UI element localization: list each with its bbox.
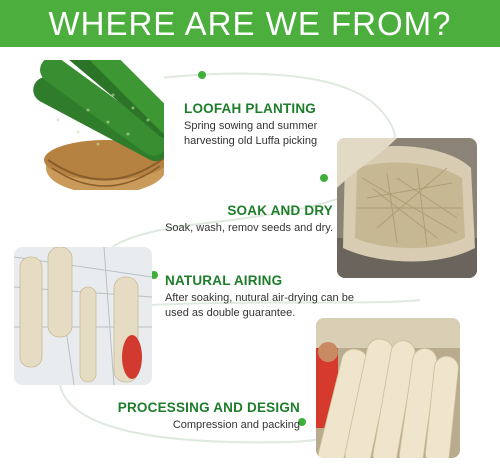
dried-loofah-fiber-photo (337, 138, 477, 278)
step-heading: PROCESSING AND DESIGN (117, 400, 300, 415)
step-description-line: Compression and packing (172, 419, 300, 431)
timeline-dot (320, 174, 328, 182)
step-description-line: Spring sowing and summer (184, 120, 318, 132)
step-description: After soaking, nutural air-drying can be… (165, 291, 395, 320)
processed-loofah-sponges-photo (316, 318, 460, 458)
step-description-line: After soaking, nutural air-drying can be (165, 292, 354, 304)
timeline-dot (298, 418, 306, 426)
step-description: Soak, wash, remov seeds and dry. (133, 221, 333, 236)
step-heading: SOAK AND DRY (227, 203, 333, 218)
step-description-line: used as double guarantee. (165, 306, 296, 319)
page-title: WHERE ARE WE FROM? (48, 4, 452, 42)
step-heading: LOOFAH PLANTING (184, 101, 316, 116)
step-description: Compression and packing (100, 418, 300, 433)
title-banner: WHERE ARE WE FROM? (0, 0, 500, 47)
step-description-line: Soak, wash, remov seeds and dry. (165, 222, 333, 234)
step-description-line: harvesting old Luffa picking (184, 134, 318, 147)
step-natural-airing: NATURAL AIRING After soaking, nutural ai… (165, 273, 395, 320)
step-processing-and-design: PROCESSING AND DESIGN Compression and pa… (100, 400, 300, 433)
step-loofah-planting: LOOFAH PLANTING Spring sowing and summer… (184, 101, 354, 148)
step-heading: NATURAL AIRING (165, 273, 283, 288)
timeline-dot (150, 271, 158, 279)
step-soak-and-dry: SOAK AND DRY Soak, wash, remov seeds and… (133, 203, 333, 236)
timeline-dot (198, 71, 206, 79)
cucumber-basket-photo (18, 60, 164, 190)
step-description: Spring sowing and summer harvesting old … (184, 119, 354, 148)
greenhouse-airing-photo (14, 247, 152, 385)
